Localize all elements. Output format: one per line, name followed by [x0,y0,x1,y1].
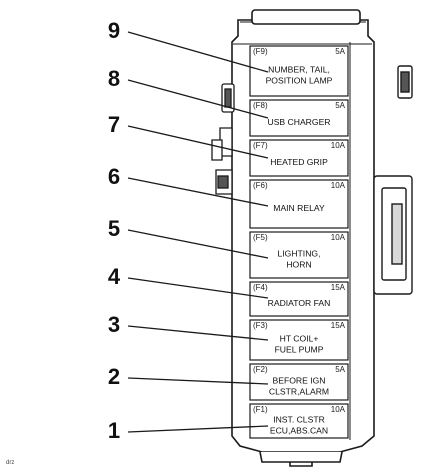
callout-number-4: 4 [108,264,121,289]
fuse-label-line: POSITION LAMP [266,76,333,86]
fuse-id: (F8) [253,101,268,110]
fuse-label-line: USB CHARGER [267,117,330,127]
side-connector [373,65,413,295]
fuse-slot-6: (F6) 10A MAIN RELAY [249,179,349,229]
fuse-amperage: 15A [331,321,346,330]
callout-leader-5 [127,229,269,259]
fuse-id: (F3) [253,321,268,330]
callout-leader-9 [127,31,269,73]
side-clips [211,83,235,195]
callout-leader-2 [127,377,269,385]
callout-number-6: 6 [108,164,120,189]
fuse-amperage: 5A [335,365,345,374]
callout-number-3: 3 [108,312,120,337]
fuse-slot-outline [249,179,349,229]
callout-number-5: 5 [108,216,120,241]
fuse-amperage: 5A [335,47,345,56]
fuse-amperage: 10A [331,233,346,242]
fuse-slot-5: (F5) 10A LIGHTING,HORN [249,231,349,279]
fuse-label-line: HEATED GRIP [270,157,328,167]
fuse-label-line: FUEL PUMP [275,345,324,355]
fuse-label-line: HORN [286,260,311,270]
callout-number-9: 9 [108,18,120,43]
callout-leader-7 [127,125,269,159]
callout-number-1: 1 [108,418,120,443]
fuse-slot-outline [249,403,349,439]
fuse-amperage: 10A [331,405,346,414]
fuse-amperage: 5A [335,101,345,110]
fuse-slot-outline [249,231,349,279]
fuse-id: (F2) [253,365,268,374]
fuse-id: (F7) [253,141,268,150]
callout-leader-8 [127,79,269,119]
callout-number-2: 2 [108,364,120,389]
fuse-id: (F1) [253,405,268,414]
fuse-label-line: NUMBER, TAIL, [268,65,330,75]
callout-leader-6 [127,177,269,207]
callout-leader-1 [127,425,269,433]
callout-number-8: 8 [108,66,120,91]
fuse-id: (F6) [253,181,268,190]
fuse-label-line: RADIATOR FAN [268,298,331,308]
fuse-amperage: 10A [331,141,346,150]
fuse-amperage: 15A [331,283,346,292]
fuse-label-line: MAIN RELAY [273,203,325,213]
fuse-id: (F5) [253,233,268,242]
fuse-label-line: BEFORE IGN [272,376,325,386]
fuse-label-line: HT COIL+ [280,334,319,344]
callout-leader-4 [127,277,269,299]
callout-number-7: 7 [108,112,120,137]
fuse-label-line: ECU,ABS.CAN [270,426,328,436]
fuse-slot-outline [249,281,349,317]
fuse-label-line: CLSTR,ALARM [269,387,329,397]
figure-footnote: drz [6,460,14,466]
fuse-id: (F9) [253,47,268,56]
fuse-id: (F4) [253,283,268,292]
callout-leader-3 [127,325,269,341]
fuse-slot-8: (F8) 5A USB CHARGER [249,99,349,137]
fuse-amperage: 10A [331,181,346,190]
fuse-label-line: LIGHTING, [278,249,321,259]
fuse-slots: (F9) 5A NUMBER, TAIL,POSITION LAMP (F8) 5A US… [249,45,349,439]
fuse-slot-outline [249,363,349,401]
callouts: 9 8 7 6 5 4 3 2 1 [108,18,269,443]
fuse-label-line: INST. CLSTR [273,415,325,425]
